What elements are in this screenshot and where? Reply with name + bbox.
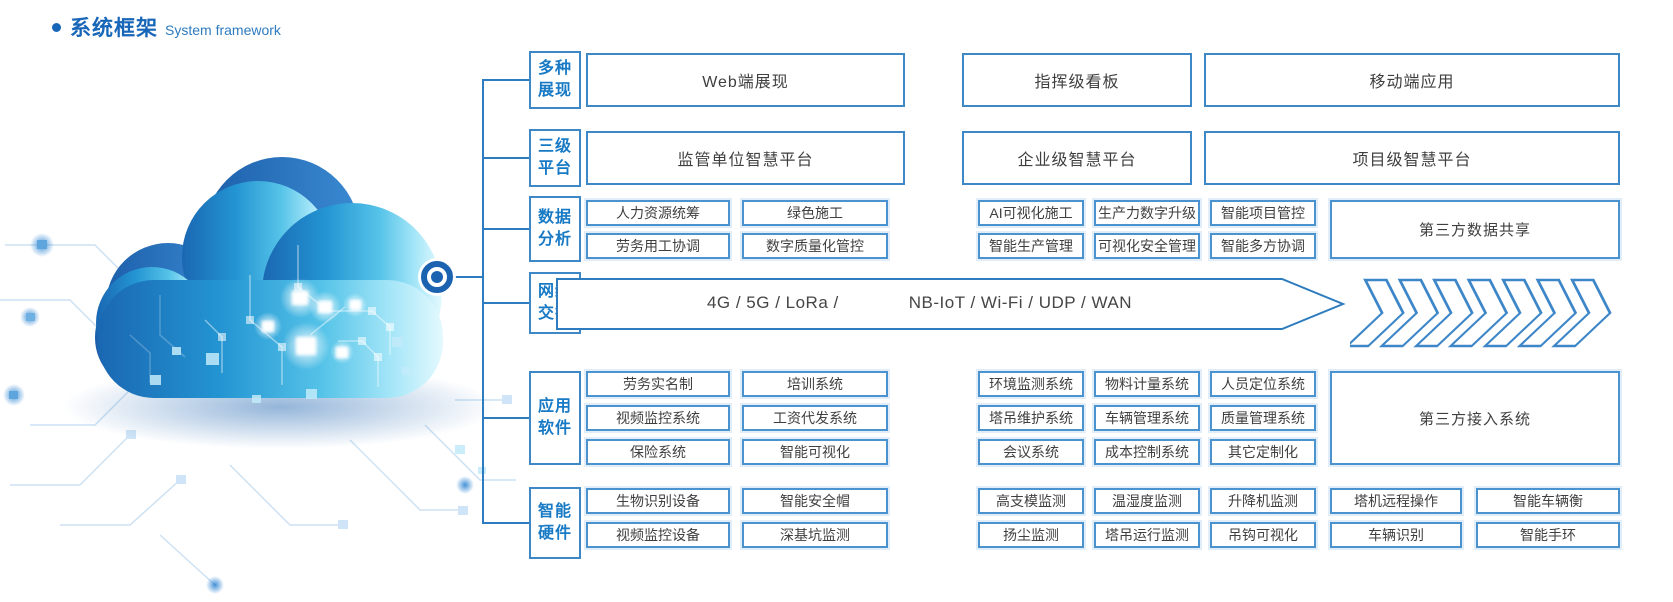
box-command-board: 指挥级看板 [962,53,1192,107]
page-title: 系统框架 System framework [52,12,281,42]
circuit-glow-dots [3,233,474,594]
cloud-front [96,181,443,398]
box-material-metering-sys: 物料计量系统 [1094,371,1200,397]
category-data-analysis: 数据分析 [529,196,581,262]
box-temp-humidity-monitor: 温湿度监测 [1094,488,1200,514]
box-meeting-sys: 会议系统 [978,439,1084,465]
box-multi-party-coord: 智能多方协调 [1210,233,1316,259]
box-smart-visual: 智能可视化 [742,439,888,465]
box-tower-maint-sys: 塔吊维护系统 [978,405,1084,431]
category-label-line: 平台 [537,160,572,177]
box-smart-helmet: 智能安全帽 [742,488,888,514]
category-label-line: 硬件 [537,525,572,542]
box-productivity-upgrade: 生产力数字升级 [1094,200,1200,226]
box-training-sys: 培训系统 [742,371,888,397]
box-smart-weighbridge: 智能车辆衡 [1476,488,1620,514]
box-mobile-app: 移动端应用 [1204,53,1620,107]
network-protocols-right: NB-IoT / Wi-Fi / UDP / WAN [908,293,1133,312]
box-biometric-device: 生物识别设备 [586,488,730,514]
box-video-monitor-device: 视频监控设备 [586,522,730,548]
category-smart-hardware: 智能硬件 [529,487,581,559]
box-smart-project-control: 智能项目管控 [1210,200,1316,226]
box-smart-production: 智能生产管理 [978,233,1084,259]
box-formwork-monitor: 高支模监测 [978,488,1084,514]
cloud-glow-chips [254,278,367,370]
box-labor-realname: 劳务实名制 [586,371,730,397]
box-deep-pit-monitor: 深基坑监测 [742,522,888,548]
box-cost-control-sys: 成本控制系统 [1094,439,1200,465]
category-label-line: 数据 [537,208,572,226]
box-insurance-sys: 保险系统 [586,439,730,465]
box-env-monitor-sys: 环境监测系统 [978,371,1084,397]
category-label-line: 展现 [537,82,572,99]
box-vehicle-mgmt-sys: 车辆管理系统 [1094,405,1200,431]
category-label-line: 软件 [537,420,572,437]
box-tower-operation-monitor: 塔吊运行监测 [1094,522,1200,548]
category-label-line: 分析 [537,231,572,248]
box-digital-quality: 数字质量化管控 [742,233,888,259]
box-ai-construction: AI可视化施工 [978,200,1084,226]
category-label-line: 应用 [537,397,572,415]
box-quality-mgmt-sys: 质量管理系统 [1210,405,1316,431]
box-dust-monitor: 扬尘监测 [978,522,1084,548]
box-vehicle-recognition: 车辆识别 [1330,522,1462,548]
title-en: System framework [165,22,281,38]
box-hr: 人力资源统筹 [586,200,730,226]
category-display: 多种展现 [529,51,581,109]
box-visual-safety: 可视化安全管理 [1094,233,1200,259]
box-hoist-monitor: 升降机监测 [1210,488,1316,514]
box-video-monitor-sys: 视频监控系统 [586,405,730,431]
box-third-party-access: 第三方接入系统 [1330,371,1620,465]
box-third-party-data: 第三方数据共享 [1330,200,1620,259]
circuit-board-lines [0,244,516,586]
title-zh: 系统框架 [70,17,158,40]
box-regulator-platform: 监管单位智慧平台 [586,131,905,185]
cloud-hub-node [421,261,453,293]
network-bar-text: 4G / 5G / LoRa / NB-IoT / Wi-Fi / UDP / … [556,277,1283,329]
box-tower-remote-ops: 塔机远程操作 [1330,488,1462,514]
box-smart-wristband: 智能手环 [1476,522,1620,548]
network-protocols-left: 4G / 5G / LoRa / [706,293,839,312]
network-chevrons [1350,278,1612,348]
box-green-construction: 绿色施工 [742,200,888,226]
box-other-custom: 其它定制化 [1210,439,1316,465]
category-platforms: 三级平台 [529,129,581,187]
category-label-line: 三级 [537,137,572,155]
box-hook-visual: 吊钩可视化 [1210,522,1316,548]
box-enterprise-platform: 企业级智慧平台 [962,131,1192,185]
category-label-line: 多种 [537,59,572,77]
box-personnel-positioning-sys: 人员定位系统 [1210,371,1316,397]
box-web-display: Web端展现 [586,53,905,107]
category-label-line: 智能 [537,502,572,520]
box-labor-coord: 劳务用工协调 [586,233,730,259]
bullet-icon [52,22,61,32]
network-bar-shape [556,278,1346,330]
box-project-platform: 项目级智慧平台 [1204,131,1620,185]
cloud-illustration [0,157,516,594]
category-app-software: 应用软件 [529,371,581,465]
box-payroll-sys: 工资代发系统 [742,405,888,431]
